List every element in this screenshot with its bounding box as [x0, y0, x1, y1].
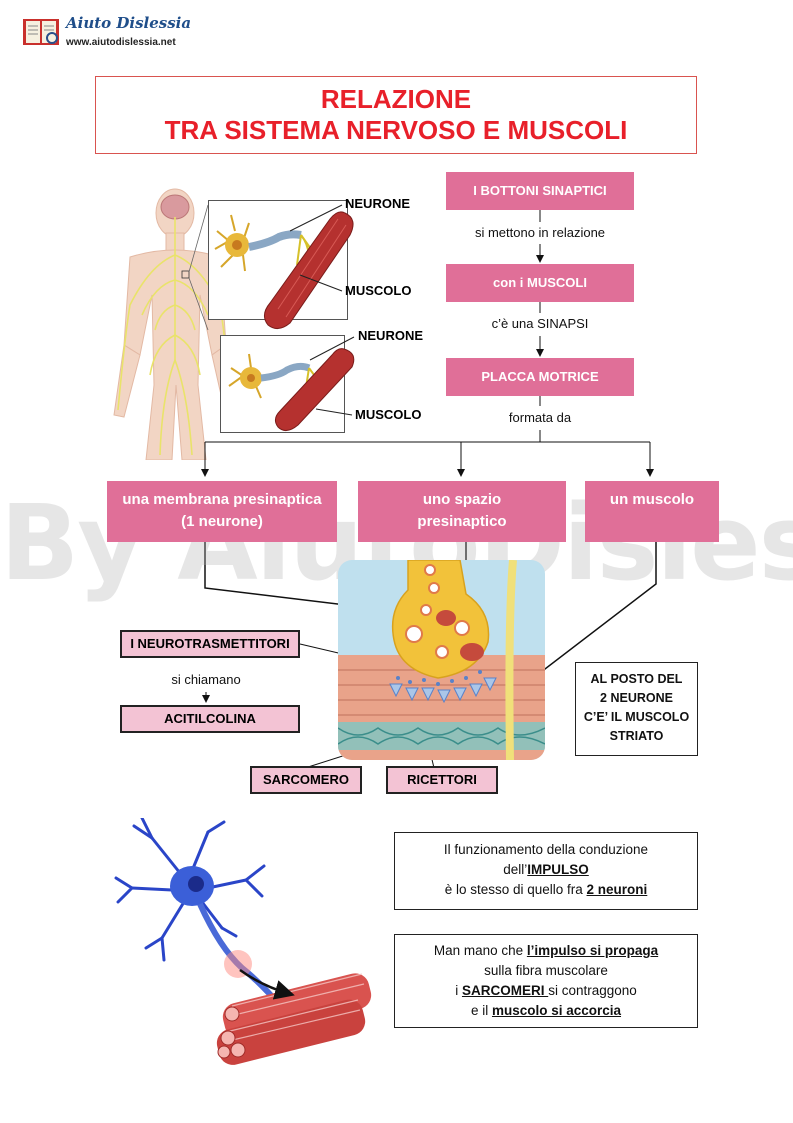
book-logo-icon	[23, 19, 59, 45]
page-title: RELAZIONE TRA SISTEMA NERVOSO E MUSCOLI	[95, 76, 697, 154]
imp-line-4-pre: e il	[470, 1003, 492, 1018]
imp-impulso-si-propaga: l’impulso si propaga	[526, 943, 659, 958]
funz-line-2-pre: dell’	[503, 862, 528, 877]
label-sarcomero: SARCOMERO	[250, 766, 362, 794]
imp-line-4: e il muscolo si accorcia	[395, 1001, 697, 1021]
nervous-system-body-illustration	[113, 188, 237, 460]
synapse-illustration	[338, 560, 545, 760]
funz-2-neuroni: 2 neuroni	[586, 882, 648, 897]
note-line-3: C’E’ IL MUSCOLO	[583, 710, 690, 724]
box-funzionamento: Il funzionamento della conduzione dell’I…	[394, 832, 698, 910]
branch-spazio-line1: uno spazio	[422, 491, 502, 508]
branch-membrana-line1: una membrana presinaptica	[122, 491, 322, 508]
logo-title: Aiuto Dislessia	[66, 14, 192, 32]
box-acitilcolina: ACITILCOLINA	[120, 705, 300, 733]
link-si-chiamano: si chiamano	[171, 672, 241, 687]
muscle-illustration-bottom	[274, 348, 355, 431]
flow-link-formata-da: formata da	[508, 410, 572, 425]
branch-spazio-line2: presinaptico	[417, 513, 507, 530]
flow-box-muscoli: con i MUSCOLI	[446, 264, 634, 302]
flow-box-bottoni-sinaptici: I BOTTONI SINAPTICI	[446, 172, 634, 210]
box-neurotrasmettitori: I NEUROTRASMETTITORI	[120, 630, 300, 658]
imp-line-2: sulla fibra muscolare	[484, 963, 608, 978]
muscle-illustration-top	[264, 211, 354, 329]
neuron-muscle-illustration-top	[214, 214, 322, 272]
funz-line-3: è lo stesso di quello fra 2 neuroni	[395, 880, 697, 900]
imp-sarcomeri: SARCOMERI	[461, 983, 549, 998]
funz-impulso: IMPULSO	[527, 862, 589, 877]
label-muscolo-bottom: MUSCOLO	[355, 407, 422, 422]
branch-box-membrana: una membrana presinaptica (1 neurone)	[107, 481, 337, 542]
imp-line-1: Man mano che l’impulso si propaga	[395, 941, 697, 961]
funz-line-1: Il funzionamento della conduzione	[443, 842, 649, 857]
label-muscolo-top: MUSCOLO	[345, 283, 412, 298]
imp-line-3-post: si contraggono	[548, 983, 637, 998]
flow-link-relazione: si mettono in relazione	[474, 225, 606, 240]
neuron-muscle-fiber-illustration	[114, 818, 372, 1065]
branch-box-spazio: uno spazio presinaptico	[358, 481, 566, 542]
figure-label-pointers	[289, 204, 355, 416]
branch-box-muscolo: un muscolo	[585, 481, 719, 542]
branch-membrana-line2: (1 neurone)	[181, 513, 263, 530]
flow-box-placca-motrice: PLACCA MOTRICE	[446, 358, 634, 396]
label-neurone-bottom: NEURONE	[358, 328, 424, 343]
logo[interactable]: Aiuto Dislessia www.aiutodislessia.net	[22, 12, 191, 54]
logo-url: www.aiutodislessia.net	[66, 37, 176, 48]
imp-line-3: i SARCOMERI si contraggono	[395, 981, 697, 1001]
note-box-muscolo-striato: AL POSTO DEL 2 NEURONE C’E’ IL MUSCOLO S…	[575, 662, 698, 756]
zoom-connector-lines	[188, 204, 209, 331]
box-impulso-propaga: Man mano che l’impulso si propaga sulla …	[394, 934, 698, 1028]
note-line-1: AL POSTO DEL	[590, 672, 683, 686]
imp-line-1-pre: Man mano che	[433, 943, 527, 958]
funz-line-2: dell’IMPULSO	[395, 860, 697, 880]
note-line-2: 2 NEURONE	[600, 691, 673, 705]
flow-link-sinapsi: c’è una SINAPSI	[491, 316, 589, 331]
label-ricettori: RICETTORI	[386, 766, 498, 794]
label-neurone-top: NEURONE	[345, 196, 411, 211]
funz-line-3-pre: è lo stesso di quello fra	[444, 882, 587, 897]
note-line-4: STRIATO	[609, 729, 664, 743]
title-line-2: TRA SISTEMA NERVOSO E MUSCOLI	[164, 115, 628, 145]
imp-line-3-pre: i	[455, 983, 462, 998]
title-line-1: RELAZIONE	[320, 84, 472, 114]
imp-muscolo-si-accorcia: muscolo si accorcia	[491, 1003, 622, 1018]
